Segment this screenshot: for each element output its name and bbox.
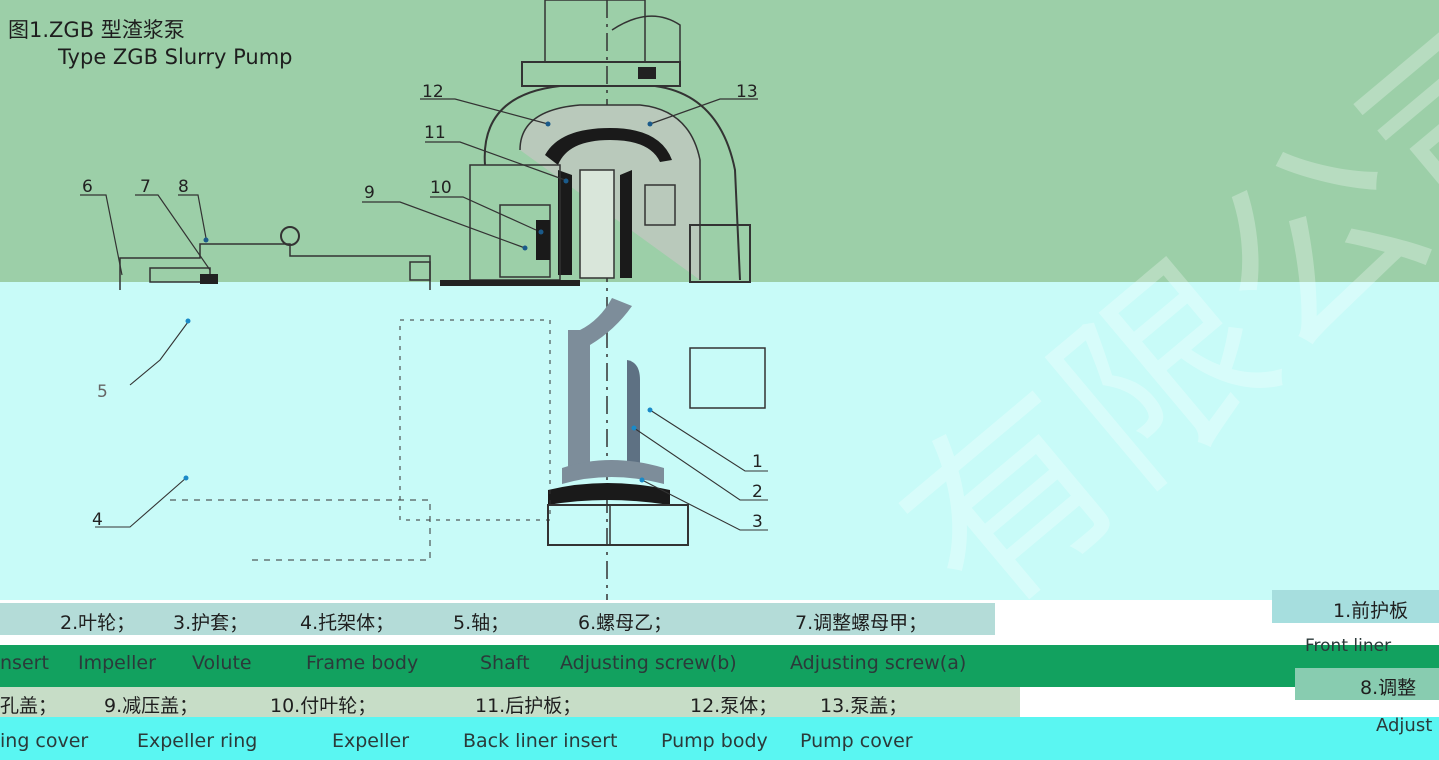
legend-cn-pump-cover: 13.泵盖；: [820, 695, 908, 717]
callout-8: 8: [178, 177, 189, 197]
legend-en-shaft: Shaft: [480, 652, 530, 674]
legend-strip-en-2: [0, 717, 1439, 760]
pump-cross-section-drawing: [80, 0, 768, 600]
legend-cn-back-liner: 11.后护板；: [475, 695, 582, 717]
diagram-background-middle: [0, 282, 1439, 600]
callout-1: 1: [752, 452, 763, 472]
callout-6: 6: [82, 177, 93, 197]
callout-4: 4: [92, 510, 103, 530]
legend-right-strip-1: [1272, 590, 1439, 623]
legend-cn-adjusting-screw-b: 6.螺母乙；: [578, 612, 673, 634]
legend-en-frame-body: Frame body: [306, 652, 419, 674]
callout-5: 5: [97, 382, 108, 402]
legend-en-pump-body: Pump body: [661, 730, 768, 752]
legend-cn-volute: 3.护套；: [173, 612, 249, 634]
figure-title-cn: 图1.ZGB 型渣浆泵: [8, 18, 185, 42]
legend-right-strip-2: [1295, 668, 1439, 700]
legend-en-insert: nsert: [0, 652, 49, 674]
legend-cn-expeller-ring: 9.减压盖；: [104, 695, 199, 717]
legend-cn-front-liner: 1.前护板: [1333, 600, 1409, 622]
callout-13: 13: [736, 82, 758, 102]
legend-en-expeller: Expeller: [332, 730, 410, 752]
callout-7: 7: [140, 177, 151, 197]
legend-strip-cn-2: [0, 687, 1020, 717]
legend-en-expeller-ring: Expeller ring: [137, 730, 258, 752]
legend-cn-frame-body: 4.托架体；: [300, 612, 395, 634]
callout-2: 2: [752, 482, 763, 502]
callout-3: 3: [752, 512, 763, 532]
callout-10: 10: [430, 178, 452, 198]
legend-cn-adjusting: 8.调整: [1360, 677, 1417, 699]
callout-11: 11: [424, 123, 446, 143]
legend-cn-pump-body: 12.泵体；: [690, 695, 778, 717]
legend-en-adjusting-screw-b: Adjusting screw(b): [560, 652, 737, 674]
legend-en-impeller: Impeller: [78, 652, 156, 674]
legend-en-back-liner-insert: Back liner insert: [463, 730, 618, 752]
legend-cn-shaft: 5.轴；: [453, 612, 510, 634]
legend-en-adjusting-screw-a: Adjusting screw(a): [790, 652, 967, 674]
legend-en-packing-cover: ing cover: [0, 730, 89, 752]
callout-12: 12: [422, 82, 444, 102]
callout-9: 9: [364, 183, 375, 203]
legend-strip-cn-1: [0, 603, 995, 635]
legend-en-volute: Volute: [192, 652, 252, 674]
legend-cn-adjusting-screw-a: 7.调整螺母甲；: [795, 612, 928, 634]
legend-en-adjust: Adjust: [1376, 715, 1433, 736]
legend-strip-en-1: [0, 645, 1439, 687]
legend-cn-impeller: 2.叶轮；: [60, 612, 136, 634]
legend-cn-packing-cover: 孔盖；: [0, 695, 58, 717]
figure-title-en: Type ZGB Slurry Pump: [58, 45, 293, 69]
legend-en-front-liner: Front liner: [1305, 636, 1392, 656]
legend-cn-expeller: 10.付叶轮；: [270, 695, 377, 717]
diagram-background-top: [0, 0, 1439, 282]
legend-en-pump-cover: Pump cover: [800, 730, 913, 752]
